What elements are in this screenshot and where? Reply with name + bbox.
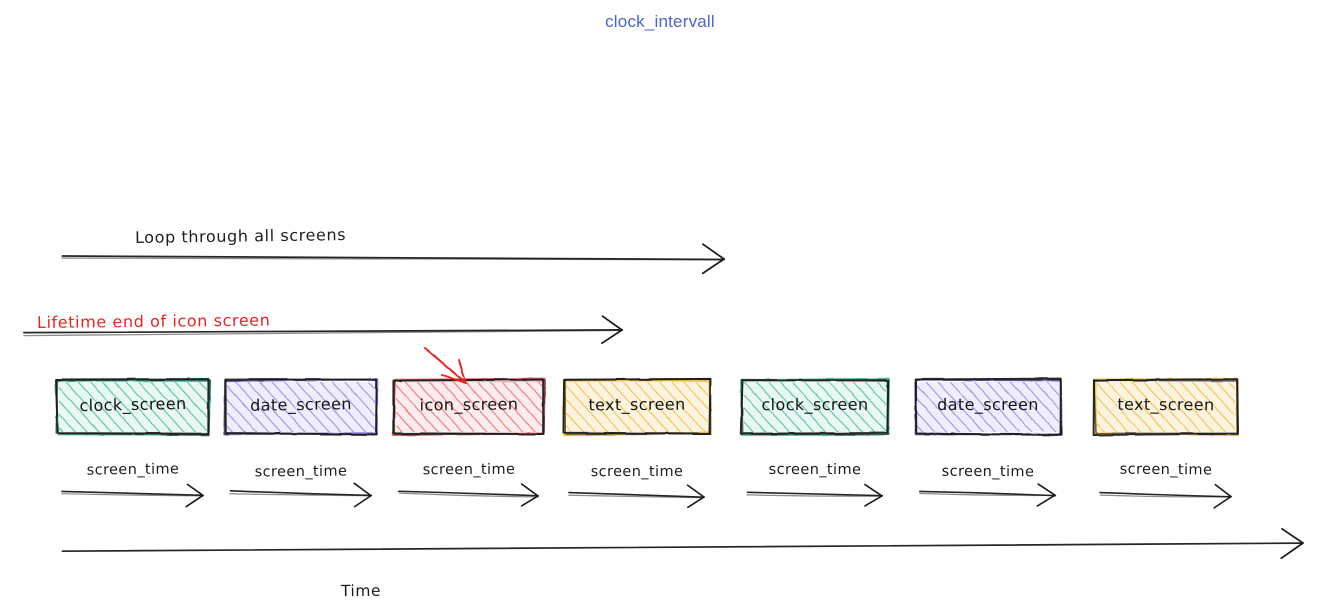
- screen-box-text_screen-3[interactable]: [562, 377, 712, 437]
- screen-box-label: date_screen: [250, 394, 352, 415]
- screen-box-label: text_screen: [1117, 394, 1215, 415]
- lifetime-end-arrow: [23, 315, 624, 345]
- screen-time-label: screen_time: [1119, 461, 1213, 479]
- screen-time-arrow: [568, 484, 705, 509]
- screen-box-label: date_screen: [937, 394, 1039, 415]
- screen-time-label: screen_time: [86, 461, 180, 479]
- screen-time-arrow: [746, 483, 883, 507]
- time-axis-label: Time: [340, 581, 382, 601]
- loop-arrow-label: Loop through all screens: [134, 225, 347, 247]
- screen-time-arrow: [397, 483, 539, 507]
- icon-screen-pointer-arrow: [424, 347, 469, 385]
- screen-box-clock_screen-0[interactable]: [54, 377, 212, 436]
- screen-box-date_screen-5[interactable]: [914, 377, 1063, 437]
- screen-box-icon_screen-2[interactable]: [391, 377, 546, 437]
- screen-box-text_screen-6[interactable]: [1092, 377, 1239, 437]
- screen-time-label: screen_time: [590, 463, 684, 481]
- screen-time-label: screen_time: [422, 461, 516, 479]
- screen-time-arrow: [919, 483, 1057, 507]
- screen-time-arrow: [229, 482, 373, 508]
- screen-time-label: screen_time: [941, 463, 1035, 481]
- screen-time-label: screen_time: [768, 461, 862, 479]
- screen-time-label: screen_time: [254, 463, 348, 481]
- screen-time-arrow: [1099, 483, 1232, 509]
- time-axis-arrow: [61, 527, 1304, 560]
- screen-box-label: clock_screen: [761, 394, 869, 415]
- screen-box-label: text_screen: [588, 394, 686, 415]
- screen-box-label: icon_screen: [419, 394, 519, 415]
- loop-through-all-screens-arrow: [61, 243, 726, 275]
- screen-box-clock_screen-4[interactable]: [739, 377, 890, 436]
- arrows-layer: [23, 243, 1304, 560]
- lifetime-end-label: Lifetime end of icon screen: [36, 310, 271, 332]
- screen-time-arrow: [61, 483, 205, 508]
- page-title: clock_intervall: [605, 12, 715, 31]
- screen-box-label: clock_screen: [79, 393, 187, 416]
- screen-boxes-layer: [54, 377, 1239, 437]
- screen-box-date_screen-1[interactable]: [223, 378, 379, 436]
